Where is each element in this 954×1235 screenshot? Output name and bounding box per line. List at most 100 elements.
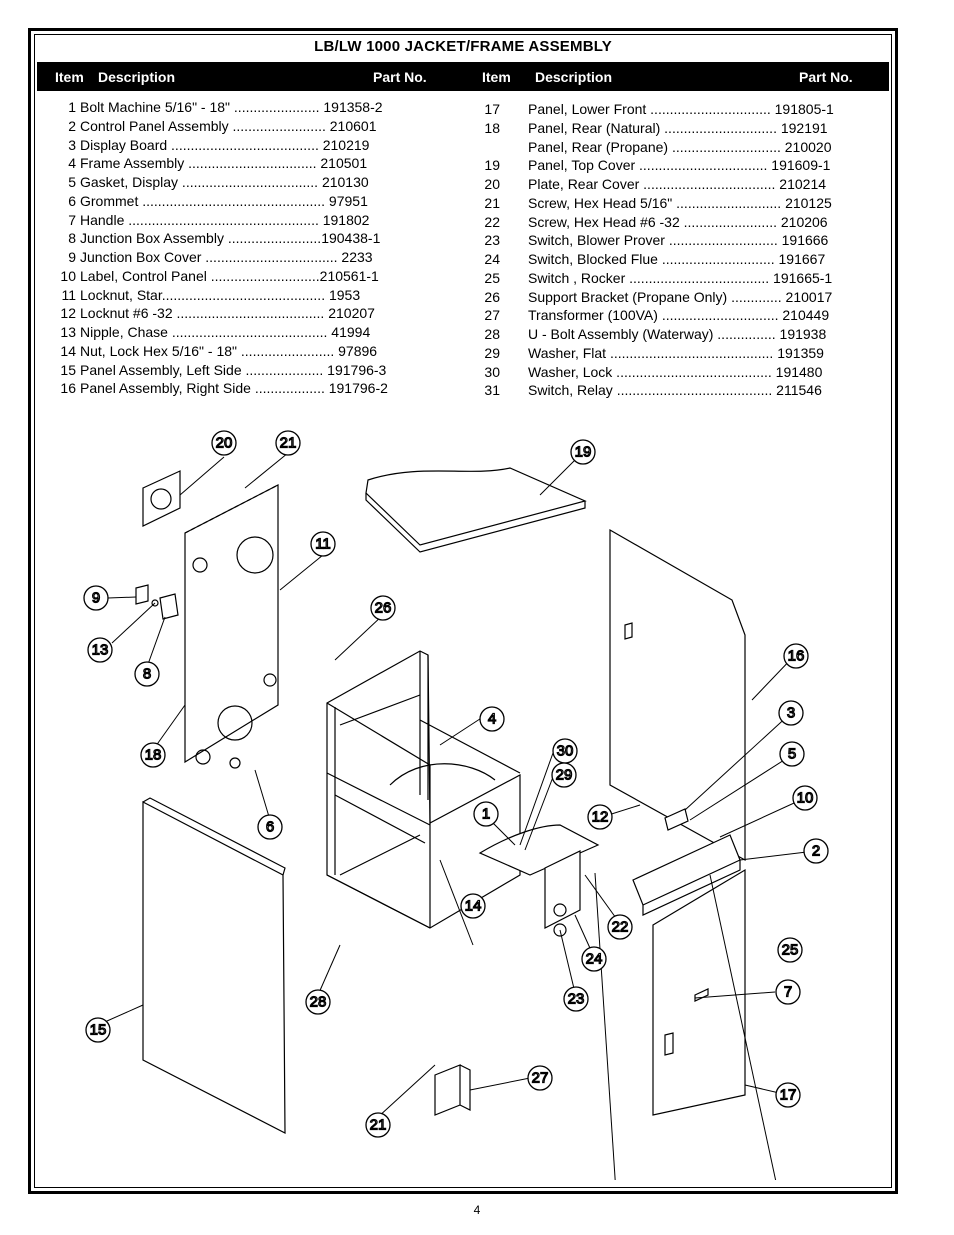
callout-19: 19 (570, 439, 596, 465)
header-item-left: Item (55, 69, 84, 85)
callout-11: 11 (310, 531, 336, 557)
exploded-assembly-diagram: 20 21 19 11 9 26 13 8 16 4 3 18 30 5 29 … (83, 430, 829, 1180)
svg-text:11: 11 (315, 536, 331, 553)
callout-3: 3 (778, 700, 804, 726)
callout-13: 13 (87, 637, 113, 663)
callout-30: 30 (552, 738, 578, 764)
svg-text:4: 4 (488, 711, 496, 728)
top-cover-panel (365, 467, 587, 553)
page-border-outer (28, 28, 898, 1194)
svg-text:3: 3 (787, 705, 795, 722)
svg-text:13: 13 (92, 642, 109, 659)
callout-16: 16 (783, 643, 809, 669)
svg-text:26: 26 (375, 600, 392, 617)
svg-text:18: 18 (145, 747, 162, 764)
svg-text:7: 7 (784, 984, 792, 1001)
header-description-left: Description (98, 69, 176, 85)
svg-text:22: 22 (612, 919, 629, 936)
callout-9: 9 (83, 585, 109, 611)
svg-text:2: 2 (812, 843, 820, 860)
callout-21-top: 21 (275, 430, 301, 456)
callout-28: 28 (305, 989, 331, 1015)
header-part-no-left: Part No. (373, 69, 427, 85)
svg-text:9: 9 (92, 590, 100, 607)
blower-bracket (478, 824, 600, 937)
svg-text:28: 28 (310, 994, 327, 1011)
callout-26: 26 (370, 595, 396, 621)
svg-text:19: 19 (575, 444, 592, 461)
left-side-panel (142, 797, 286, 1134)
svg-text:14: 14 (465, 898, 482, 915)
svg-text:17: 17 (780, 1087, 797, 1104)
leader-lines (97, 451, 816, 1180)
callout-12: 12 (587, 804, 613, 830)
header-item-right: Item (482, 69, 511, 85)
callout-8: 8 (134, 661, 160, 687)
svg-text:21: 21 (280, 435, 297, 452)
callout-29: 29 (551, 762, 577, 788)
callout-7: 7 (775, 979, 801, 1005)
page-number: 4 (473, 1203, 481, 1217)
callout-1: 1 (473, 801, 499, 827)
header-part-no-right: Part No. (799, 69, 853, 85)
svg-text:10: 10 (797, 790, 814, 807)
callout-23: 23 (563, 986, 589, 1012)
rear-panel (184, 484, 279, 769)
svg-text:6: 6 (266, 819, 274, 836)
svg-text:21: 21 (370, 1117, 387, 1134)
svg-text:30: 30 (557, 743, 574, 760)
parts-table-header: Item Description Part No. Item Descripti… (37, 62, 889, 91)
header-description-right: Description (535, 69, 613, 85)
callout-6: 6 (257, 814, 283, 840)
page-border-inner (34, 34, 892, 1188)
callout-14: 14 (460, 893, 486, 919)
svg-text:15: 15 (90, 1022, 107, 1039)
svg-text:23: 23 (568, 991, 585, 1008)
rear-cover-plate (142, 470, 181, 527)
svg-text:27: 27 (532, 1070, 549, 1087)
svg-text:1: 1 (482, 806, 490, 823)
svg-text:16: 16 (788, 648, 805, 665)
callout-21-bottom: 21 (365, 1112, 391, 1138)
list-item: Panel, Rear (Propane) ..................… (528, 138, 832, 155)
callout-20: 20 (211, 430, 237, 456)
lower-front-panel (652, 868, 746, 1116)
page-title: LB/LW 1000 JACKET/FRAME ASSEMBLY (314, 38, 612, 55)
callout-4: 4 (479, 706, 505, 732)
callout-18: 18 (140, 742, 166, 768)
svg-text:8: 8 (143, 666, 151, 683)
callout-10: 10 (792, 785, 818, 811)
callout-22: 22 (607, 914, 633, 940)
callout-27: 27 (527, 1065, 553, 1091)
right-side-panel (609, 528, 746, 862)
transformer (434, 1064, 471, 1116)
